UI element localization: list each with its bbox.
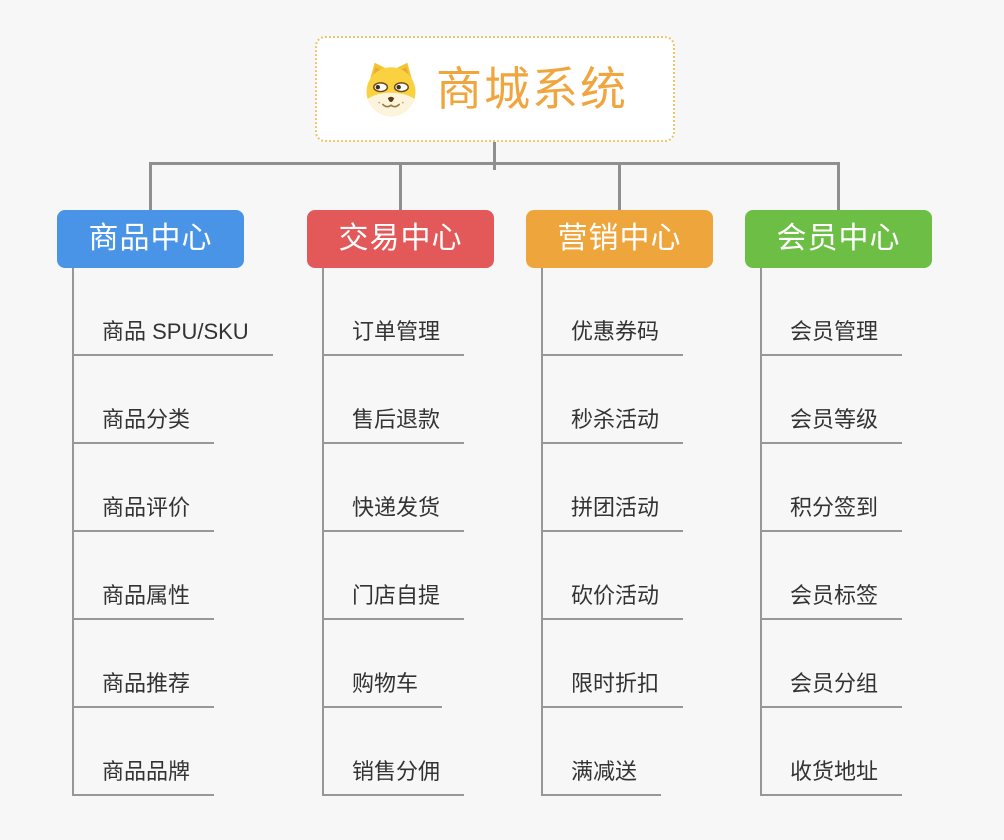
leaf-topic-label: 订单管理 [324, 319, 465, 356]
leaf-topic[interactable]: 拼团活动 [543, 444, 713, 532]
leaf-topic[interactable]: 商品品牌 [74, 708, 273, 796]
leaf-topic[interactable]: 商品推荐 [74, 620, 273, 708]
connector-drop-marketing [618, 162, 621, 210]
leaf-topic-label: 会员分组 [762, 671, 903, 708]
branch-node-trade-center[interactable]: 交易中心 [307, 210, 494, 268]
leaf-topic[interactable]: 商品分类 [74, 356, 273, 444]
leaf-topic[interactable]: 快递发货 [324, 444, 494, 532]
leaf-topic-label: 商品属性 [74, 583, 215, 620]
branch-node-member-center[interactable]: 会员中心 [745, 210, 932, 268]
leaf-topic-label: 限时折扣 [543, 671, 684, 708]
leaf-topic[interactable]: 积分签到 [762, 444, 932, 532]
leaf-topic[interactable]: 销售分佣 [324, 708, 494, 796]
leaf-topic-label: 商品评价 [74, 495, 215, 532]
leaf-topic-label: 商品推荐 [74, 671, 215, 708]
leaf-topic[interactable]: 门店自提 [324, 532, 494, 620]
leaf-topic-label: 门店自提 [324, 583, 465, 620]
connector-drop-member [837, 162, 840, 210]
connector-bus [149, 162, 840, 165]
leaf-topic-label: 售后退款 [324, 407, 465, 444]
branch-leaf-list-product: 商品 SPU/SKU 商品分类 商品评价 商品属性 商品推荐 商品品牌 [72, 268, 273, 796]
branch-node-product-center[interactable]: 商品中心 [57, 210, 244, 268]
leaf-topic[interactable]: 优惠券码 [543, 268, 713, 356]
leaf-topic[interactable]: 会员等级 [762, 356, 932, 444]
connector-drop-product [149, 162, 152, 210]
leaf-topic-label: 满减送 [543, 759, 662, 796]
leaf-topic[interactable]: 限时折扣 [543, 620, 713, 708]
leaf-topic[interactable]: 收货地址 [762, 708, 932, 796]
leaf-topic-label: 积分签到 [762, 495, 903, 532]
root-topic-label: 商城系统 [436, 63, 628, 115]
doge-face-icon [366, 62, 416, 117]
leaf-topic-label: 收货地址 [762, 759, 903, 796]
leaf-topic-label: 秒杀活动 [543, 407, 684, 444]
root-topic[interactable]: 商城系统 [315, 36, 675, 142]
leaf-topic-label: 会员等级 [762, 407, 903, 444]
leaf-topic[interactable]: 售后退款 [324, 356, 494, 444]
leaf-topic-label: 拼团活动 [543, 495, 684, 532]
leaf-topic[interactable]: 会员标签 [762, 532, 932, 620]
leaf-topic[interactable]: 商品评价 [74, 444, 273, 532]
leaf-topic[interactable]: 商品属性 [74, 532, 273, 620]
leaf-topic[interactable]: 商品 SPU/SKU [74, 268, 273, 356]
leaf-topic-label: 砍价活动 [543, 583, 684, 620]
branch-leaf-list-member: 会员管理 会员等级 积分签到 会员标签 会员分组 收货地址 [760, 268, 932, 796]
leaf-topic-label: 商品 SPU/SKU [74, 319, 273, 356]
leaf-topic[interactable]: 订单管理 [324, 268, 494, 356]
connector-root-stem [493, 141, 496, 170]
leaf-topic-label: 优惠券码 [543, 319, 684, 356]
leaf-topic[interactable]: 购物车 [324, 620, 494, 708]
leaf-topic-label: 购物车 [324, 671, 443, 708]
leaf-topic[interactable]: 秒杀活动 [543, 356, 713, 444]
leaf-topic-label: 快递发货 [324, 495, 465, 532]
connector-drop-trade [399, 162, 402, 210]
branch-trade-center: 交易中心 订单管理 售后退款 快递发货 门店自提 购物车 销售分佣 [307, 210, 494, 796]
leaf-topic-label: 销售分佣 [324, 759, 465, 796]
leaf-topic-label: 会员管理 [762, 319, 903, 356]
branch-leaf-list-marketing: 优惠券码 秒杀活动 拼团活动 砍价活动 限时折扣 满减送 [541, 268, 713, 796]
branch-marketing-center: 营销中心 优惠券码 秒杀活动 拼团活动 砍价活动 限时折扣 满减送 [526, 210, 713, 796]
leaf-topic[interactable]: 满减送 [543, 708, 713, 796]
leaf-topic-label: 商品分类 [74, 407, 215, 444]
branch-product-center: 商品中心 商品 SPU/SKU 商品分类 商品评价 商品属性 商品推荐 商品品牌 [57, 210, 273, 796]
branch-leaf-list-trade: 订单管理 售后退款 快递发货 门店自提 购物车 销售分佣 [322, 268, 494, 796]
branch-member-center: 会员中心 会员管理 会员等级 积分签到 会员标签 会员分组 收货地址 [745, 210, 932, 796]
leaf-topic[interactable]: 砍价活动 [543, 532, 713, 620]
leaf-topic[interactable]: 会员管理 [762, 268, 932, 356]
branch-node-marketing-center[interactable]: 营销中心 [526, 210, 713, 268]
leaf-topic-label: 商品品牌 [74, 759, 215, 796]
leaf-topic[interactable]: 会员分组 [762, 620, 932, 708]
leaf-topic-label: 会员标签 [762, 583, 903, 620]
